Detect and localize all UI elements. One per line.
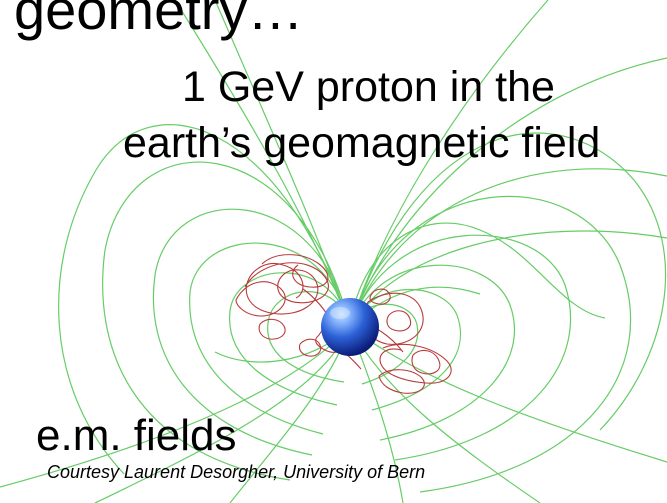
earth-sphere: [321, 298, 379, 356]
field-line-outer-left: [102, 161, 351, 481]
open-field-line-top-left-2: [214, 0, 351, 328]
open-field-line-bottom-right-3: [349, 326, 667, 463]
large-left-loop: [58, 124, 351, 475]
open-field-line-top-right-2: [349, 57, 667, 328]
field-line-top-curl: [349, 222, 606, 328]
trajectory-swirl-5: [298, 338, 322, 357]
open-field-line-top-left-1: [174, 0, 351, 328]
trajectory-lower-right: [379, 343, 452, 384]
field-line-left-4: [229, 272, 351, 406]
title-fragment: geometry…: [14, 0, 304, 41]
open-field-line-top-right-1: [349, 0, 549, 328]
field-line-right-3: [349, 264, 515, 441]
trajectory-left-loop: [235, 281, 286, 317]
field-line-left-5: [267, 291, 351, 383]
em-fields-label: e.m. fields: [36, 411, 237, 460]
earth-globe: [321, 298, 379, 356]
caption-line-1: 1 GeV proton in the: [182, 63, 555, 111]
image-credit: Courtesy Laurent Desorgher, University o…: [47, 462, 426, 482]
trajectory-swirl-4: [258, 318, 286, 340]
field-line-left-2: [152, 208, 351, 456]
trajectory-bottom-loop: [378, 369, 425, 394]
field-line-right-2: [349, 234, 572, 461]
field-line-outer-right: [349, 195, 632, 493]
earth-highlight: [330, 307, 350, 319]
large-right-loop: [349, 132, 667, 431]
trajectory-upper-loop: [261, 254, 329, 288]
trajectory-swirl-2: [386, 310, 412, 332]
trajectory-main-loop: [244, 262, 329, 315]
field-line-left-3: [189, 242, 351, 435]
caption-line-2: earth’s geomagnetic field: [123, 119, 601, 167]
open-field-line-top-right-3: [349, 168, 667, 328]
trajectory-swirl-3: [369, 288, 391, 305]
trajectory-swirl-6: [411, 349, 441, 375]
